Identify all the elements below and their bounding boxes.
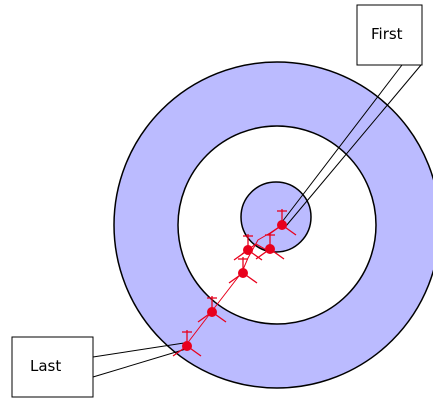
last-callout-leader: [92, 342, 187, 378]
first-callout-leader: [281, 64, 422, 227]
last-callout: Last: [11, 336, 94, 398]
first-callout: First: [356, 4, 423, 66]
marker-5: [197, 296, 227, 323]
markers-group: [172, 209, 297, 357]
marker-4: [228, 257, 258, 284]
first-label: First: [371, 25, 403, 43]
marker-last: [172, 330, 202, 357]
first-callout-box: [356, 4, 423, 66]
last-callout-box: [11, 336, 94, 398]
bullseye: [240, 181, 312, 253]
marker-extra: [241, 243, 271, 255]
last-label: Last: [30, 357, 61, 375]
